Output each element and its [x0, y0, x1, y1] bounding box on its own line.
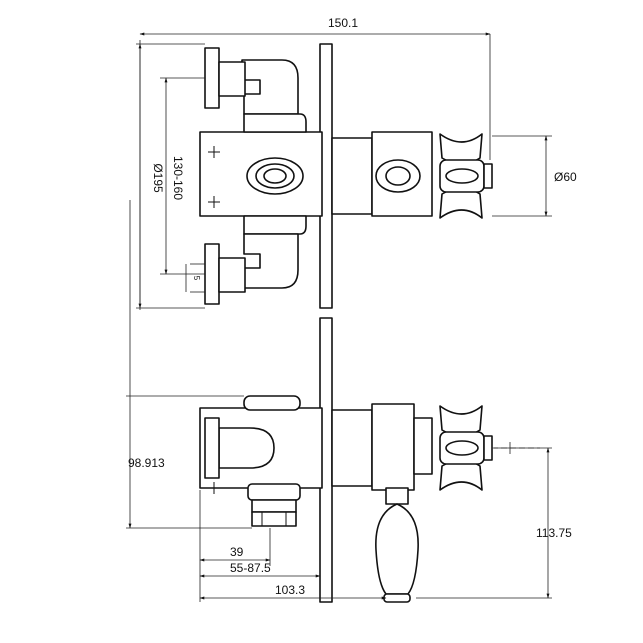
side-flange: [204, 417, 220, 479]
upper-elbow: [241, 59, 299, 115]
side-view: [199, 317, 493, 603]
dim-handle-diameter: Ø60: [554, 170, 577, 184]
dimension-labels: 150.1 Ø195 130-160 5 Ø60 98.913 113.75 3…: [128, 16, 577, 597]
dimension-lines: [126, 32, 552, 602]
side-top-fitting: [243, 395, 301, 411]
cross-handle-front: [439, 133, 493, 219]
dim-inlet-spacing: 130-160: [171, 156, 185, 200]
dim-wall-depth: 55-87.5: [230, 561, 271, 575]
dim-side-height: 98.913: [128, 456, 165, 470]
upper-flange: [204, 47, 220, 109]
dim-overall-width: 150.1: [328, 16, 358, 30]
dim-small: 5: [192, 276, 201, 281]
dim-total-depth: 103.3: [275, 583, 305, 597]
lower-flange: [204, 243, 220, 305]
lever-handle: [375, 487, 419, 603]
dim-body-diameter: Ø195: [151, 163, 165, 193]
side-cartridge: [331, 409, 373, 487]
dim-lever-height: 113.75: [536, 526, 572, 540]
front-view: [199, 43, 493, 309]
side-outlet: [218, 427, 275, 469]
dim-inlet-depth: 39: [230, 545, 244, 559]
crosshair-marks: [208, 146, 220, 208]
cross-handle-side: [439, 405, 493, 491]
cartridge-housing: [331, 137, 373, 215]
lower-elbow: [241, 233, 299, 289]
side-bottom-nut: [247, 483, 301, 527]
side-control-body: [371, 403, 415, 491]
